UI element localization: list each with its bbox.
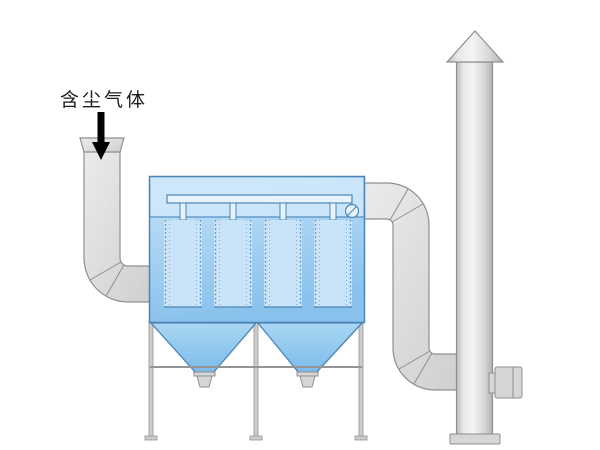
hopper-right (256, 322, 364, 374)
foot-left (144, 435, 158, 441)
dusty-gas-arrow-icon (92, 112, 110, 160)
dusty-gas-label: 含尘气体 (60, 89, 149, 111)
stack-base (449, 433, 501, 445)
dust-outlet-right (299, 375, 316, 388)
outlet-header-pipe (166, 194, 353, 204)
hoppers (149, 322, 364, 388)
stack-pipe (455, 61, 494, 436)
leg-right (358, 321, 364, 439)
filter-bag (164, 202, 202, 308)
dust-outlet-left-flange (193, 371, 216, 377)
inlet-duct-body (83, 149, 153, 303)
rain-cap-icon (445, 30, 505, 63)
fan-unit (494, 366, 523, 399)
chimney-stack (445, 30, 523, 445)
inlet-duct (79, 137, 153, 303)
outlet-elbow-seams (389, 188, 433, 385)
filter-bag (314, 202, 352, 308)
hopper-left (149, 322, 258, 374)
leg-left (148, 321, 154, 439)
leg-middle (253, 321, 259, 439)
foot-middle (249, 435, 263, 441)
inlet-elbow-seams (89, 261, 125, 297)
filter-bag (264, 202, 302, 308)
dust-outlet-right-flange (296, 371, 319, 377)
outlet-duct (363, 182, 463, 391)
filter-bag (214, 202, 252, 308)
filter-housing (148, 175, 366, 324)
foot-right (354, 435, 368, 441)
filter-bags (164, 202, 352, 308)
outlet-duct-body (363, 182, 463, 391)
gauge-icon (344, 203, 360, 219)
dust-outlet-left (196, 375, 213, 388)
